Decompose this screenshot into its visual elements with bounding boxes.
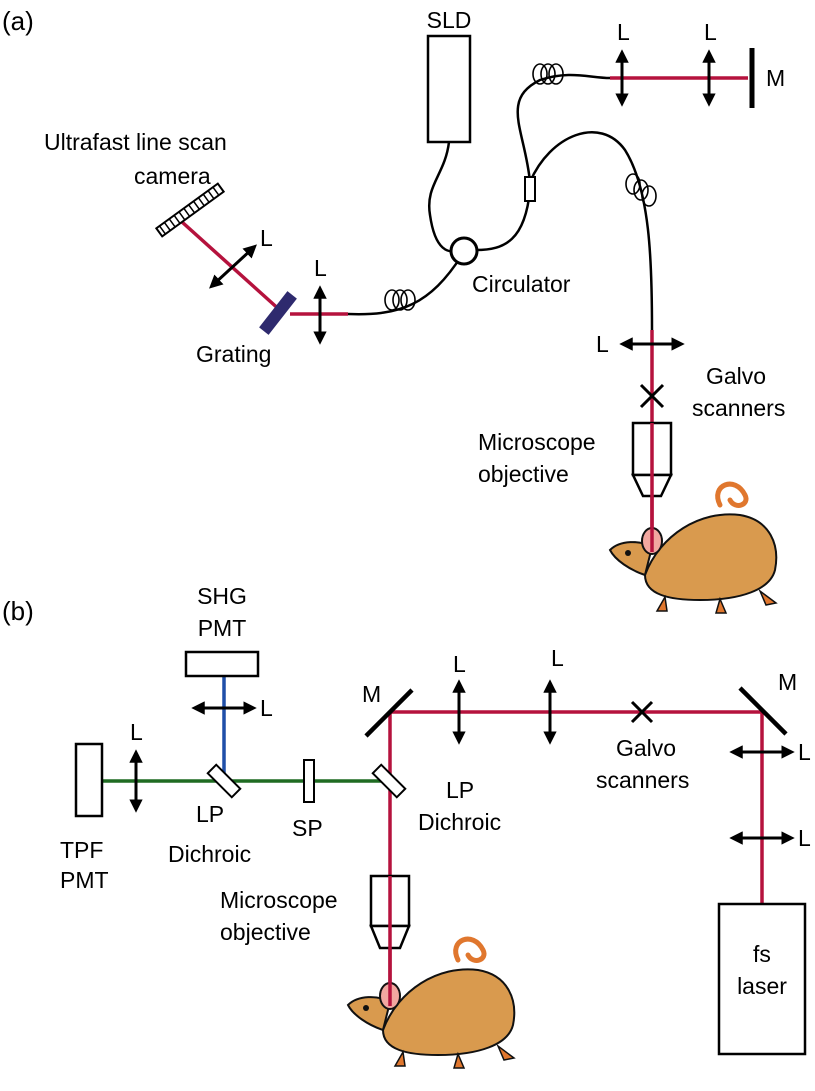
tpf-pmt xyxy=(74,742,104,818)
grating-icon xyxy=(259,291,297,335)
panel-b: (b) fs laser L L M M Galvo scanners L L xyxy=(2,583,811,1068)
galvo-b-label-line2: scanners xyxy=(596,767,689,793)
camera-label-line2: camera xyxy=(134,163,211,189)
line-scan-camera-icon xyxy=(154,182,226,238)
shg-label-line1: SHG xyxy=(197,583,247,609)
panel-a: (a) SLD Circulator L L M Gra xyxy=(2,6,785,613)
fiber-sld-circulator xyxy=(427,141,463,253)
lens-ref-2-label: L xyxy=(704,19,717,45)
galvo-scanner-icon-b xyxy=(630,700,654,724)
shg-pmt xyxy=(184,650,260,678)
mouse-icon xyxy=(610,484,776,613)
galvo-label-line2: scanners xyxy=(692,395,785,421)
fiber-circulator-coupler xyxy=(475,189,532,252)
galvo-scanner-icon xyxy=(639,383,665,409)
shg-label-line2: PMT xyxy=(198,615,247,641)
dichroic-right-label-line1: LP xyxy=(446,777,474,803)
fiber-reference-arm xyxy=(516,73,611,183)
mirror-left-label: M xyxy=(362,681,381,707)
mirror-left xyxy=(364,688,414,738)
fiber-to-grating xyxy=(347,254,464,316)
sld-label: SLD xyxy=(427,7,472,33)
camera-label-line1: Ultrafast line scan xyxy=(44,129,227,155)
tpf-label-line1: TPF xyxy=(60,837,103,863)
lp-dichroic-left xyxy=(206,763,242,799)
fs-laser-label-line2: laser xyxy=(737,973,787,999)
fs-laser-label-line1: fs xyxy=(753,941,771,967)
grating-label: Grating xyxy=(196,341,271,367)
panel-b-tag: (b) xyxy=(2,596,34,626)
dichroic-left-label-line2: Dichroic xyxy=(168,841,251,867)
lens-shg-label: L xyxy=(260,695,273,721)
objective-b-label-line1: Microscope xyxy=(220,887,338,913)
fiber-sample-arm xyxy=(528,131,654,331)
objective-label-line1: Microscope xyxy=(478,429,596,455)
galvo-b-label-line1: Galvo xyxy=(616,735,676,761)
mirror-right xyxy=(738,686,788,736)
lens-tpf-label: L xyxy=(130,719,143,745)
sp-filter-label: SP xyxy=(292,815,323,841)
tpf-label-line2: PMT xyxy=(60,867,109,893)
fs-laser xyxy=(717,902,807,1056)
dichroic-right-label-line2: Dichroic xyxy=(418,809,501,835)
fiber-coupler xyxy=(524,176,536,202)
objective-b-label-line2: objective xyxy=(220,919,311,945)
panel-a-tag: (a) xyxy=(2,6,34,36)
lens-laser-2-label: L xyxy=(798,739,811,765)
mirror-right-label: M xyxy=(778,669,797,695)
sp-filter xyxy=(303,759,315,803)
lp-dichroic-right xyxy=(371,763,407,799)
lens-spectrometer-2-label: L xyxy=(260,225,273,251)
reference-mirror-label: M xyxy=(766,65,785,91)
lens-horizontal-2-label: L xyxy=(551,645,564,671)
mouse-icon-b xyxy=(348,939,514,1068)
sld-source xyxy=(426,34,472,144)
lens-laser-1-label: L xyxy=(798,825,811,851)
lens-spectrometer-1-label: L xyxy=(314,255,327,281)
circulator-icon xyxy=(449,236,479,266)
lens-sample-label: L xyxy=(596,331,609,357)
lens-horizontal-1-label: L xyxy=(453,651,466,677)
lens-ref-1-label: L xyxy=(617,19,630,45)
fiber-coil-icon xyxy=(384,63,657,311)
lens-spectrometer-2 xyxy=(209,244,257,289)
circulator-label: Circulator xyxy=(472,271,571,297)
galvo-label-line1: Galvo xyxy=(706,363,766,389)
objective-label-line2: objective xyxy=(478,461,569,487)
dichroic-left-label-line1: LP xyxy=(196,801,224,827)
